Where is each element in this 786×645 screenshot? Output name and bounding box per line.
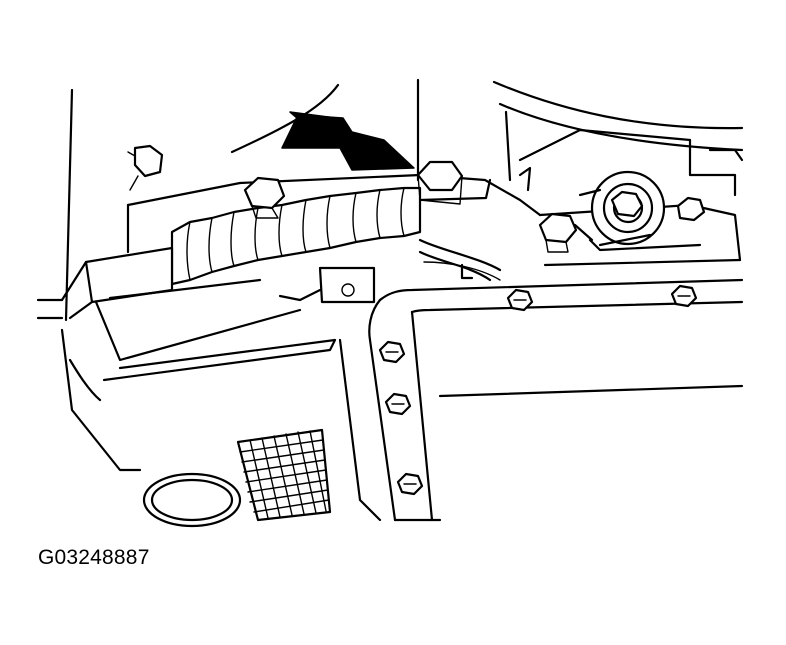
bolt-left — [243, 176, 286, 219]
wire-clip — [127, 144, 164, 191]
left-frame — [36, 88, 142, 472]
figure-reference-code: G03248887 — [38, 546, 150, 569]
shift-link — [318, 238, 502, 304]
bolt-center — [416, 160, 492, 205]
pan-bolts — [378, 284, 698, 496]
bolt-far-right — [676, 196, 706, 222]
misc-contours — [278, 166, 532, 302]
bolt-right — [538, 212, 578, 253]
cable-boot — [170, 186, 422, 286]
upper-housing — [230, 78, 744, 197]
o-ring — [142, 472, 242, 528]
filter-screen — [236, 428, 332, 522]
oil-pan — [338, 278, 744, 522]
selector-shaft — [573, 170, 666, 247]
indicator-arrow — [281, 111, 415, 171]
shift-cable — [60, 246, 337, 382]
bracket-bolts — [243, 160, 706, 253]
